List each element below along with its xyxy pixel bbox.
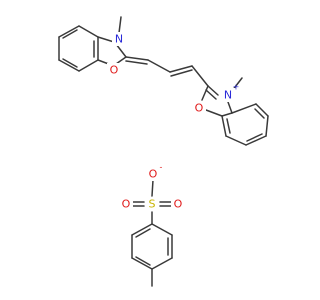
bond [169,65,193,73]
bond [135,256,151,266]
bond [205,89,217,100]
bottom-benzoxazolium [201,77,269,146]
bond [265,115,269,137]
bond [221,112,233,117]
oxygen-atom-label: O [110,64,119,77]
bond [125,56,149,61]
bond [170,69,193,77]
bond [225,135,247,146]
structure-svg: N O N + O O - O S O [58,16,269,287]
bond [231,103,257,114]
bond [97,36,115,43]
bond [254,108,265,119]
atom-labels: N O N + O O - O S O [107,32,239,211]
bond [78,59,99,72]
nitrogen-atom-label: N [224,89,232,102]
bond [151,179,154,197]
molecule-diagram: N O N + O O - O S O [58,16,269,287]
bond [115,43,127,58]
positive-charge-label: + [233,83,240,92]
bond [201,85,209,101]
bond [62,58,78,68]
bond [221,115,227,137]
bond [135,228,151,238]
oxygen-atom-label: O [149,168,158,181]
bond [118,16,122,34]
bond [151,257,173,270]
bond [191,65,209,87]
bond [131,257,153,270]
bond [245,135,267,146]
bond [205,109,223,117]
bond [207,85,219,96]
negative-charge-label: - [160,163,163,172]
bond [226,118,231,134]
oxygen-atom-label: O [174,198,183,211]
methine-bridge [125,56,209,87]
bond [58,59,80,72]
bond [255,103,269,117]
nitrogen-atom-label: N [115,33,123,46]
tosylate-anion [131,179,173,287]
bond [227,101,233,114]
bond [115,56,127,65]
oxygen-atom-label: O [195,102,204,115]
bond [78,25,99,38]
top-benzoxazole [58,16,127,72]
bond [58,25,80,38]
bond [62,29,78,39]
bond [151,223,173,236]
bond [131,223,153,236]
bond [125,60,148,65]
sulfur-atom-label: S [149,198,156,211]
bond [147,59,171,73]
oxygen-atom-label: O [122,198,131,211]
bond [246,133,263,142]
